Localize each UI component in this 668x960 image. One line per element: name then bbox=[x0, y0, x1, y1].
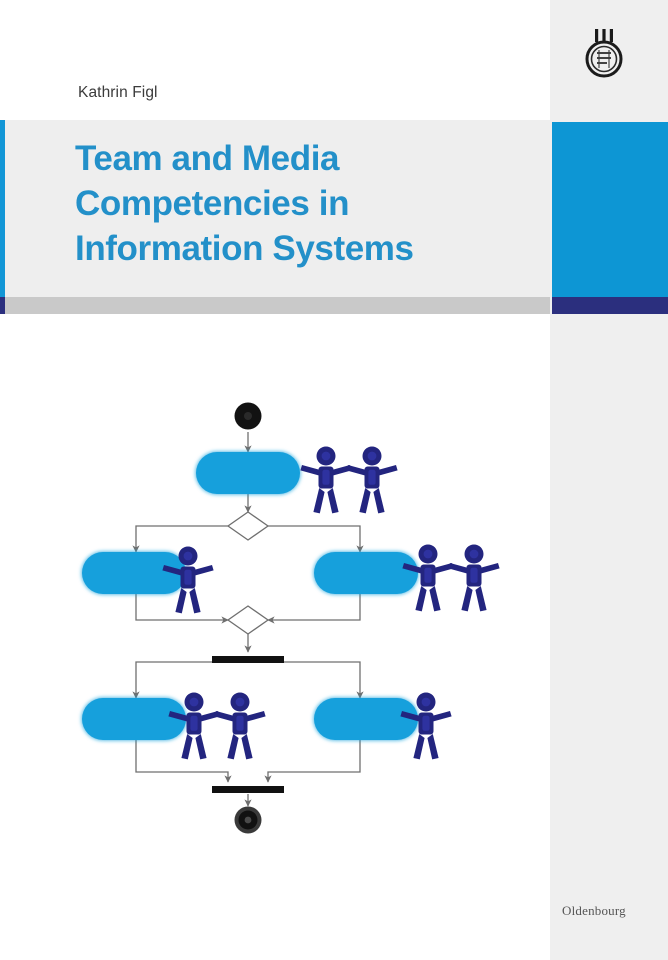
oldenbourg-crest-icon bbox=[578, 28, 630, 84]
spine-navy-block bbox=[552, 297, 668, 314]
author-name: Kathrin Figl bbox=[78, 84, 158, 101]
uml-activity-node bbox=[314, 698, 418, 740]
spine-blue-block bbox=[552, 122, 668, 297]
title-accent-bar-left bbox=[0, 120, 5, 297]
book-title: Team and Media Competencies in Informati… bbox=[75, 136, 535, 271]
uml-join-bar bbox=[212, 786, 284, 793]
title-band bbox=[0, 120, 550, 297]
book-title-line-2: Competencies in bbox=[75, 184, 350, 223]
uml-decision-node bbox=[226, 511, 270, 541]
book-title-line-3: Information Systems bbox=[75, 229, 414, 268]
uml-activity-node bbox=[196, 452, 300, 494]
uml-actor-group-top bbox=[300, 446, 398, 514]
uml-activity-node bbox=[82, 698, 186, 740]
uml-activity-node bbox=[314, 552, 418, 594]
uml-initial-node bbox=[234, 402, 262, 430]
book-title-line-1: Team and Media bbox=[75, 139, 340, 178]
publisher-wordmark: Oldenbourg bbox=[562, 903, 626, 918]
title-accent-bar-left-dark bbox=[0, 297, 5, 314]
uml-merge-node bbox=[226, 605, 270, 635]
uml-final-node bbox=[234, 806, 262, 834]
title-band-shadow bbox=[0, 297, 550, 314]
uml-fork-bar bbox=[212, 656, 284, 663]
uml-activity-node bbox=[82, 552, 186, 594]
cover-illustration-uml-activity-diagram bbox=[60, 390, 530, 850]
